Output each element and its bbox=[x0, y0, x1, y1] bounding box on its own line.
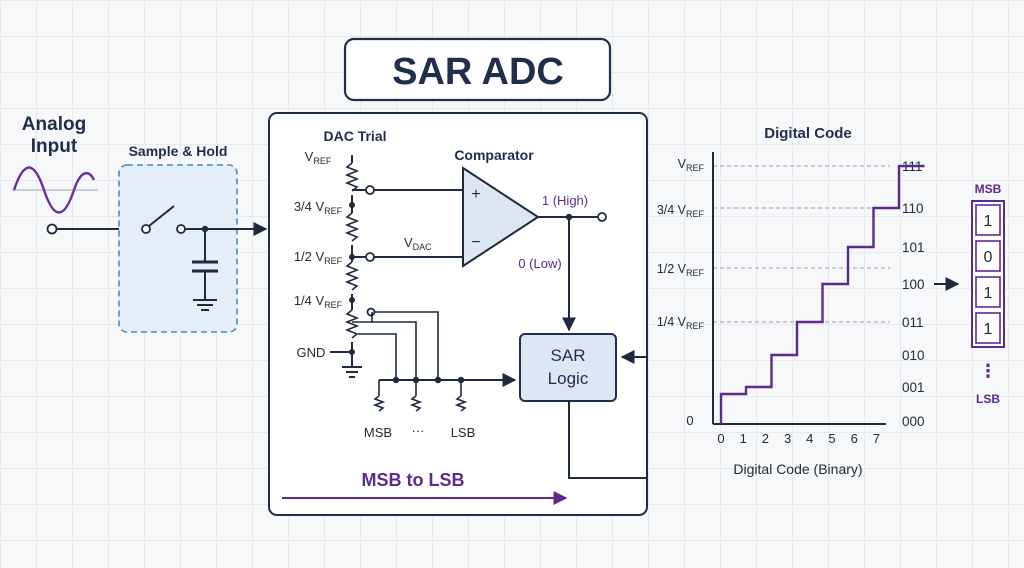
sine-wave-icon bbox=[12, 166, 96, 214]
comparator-plus: + bbox=[471, 186, 480, 203]
code-label: 001 bbox=[902, 380, 925, 395]
gnd-label: GND bbox=[297, 345, 326, 360]
register-lsb-label: LSB bbox=[976, 392, 1000, 406]
register-msb-label: MSB bbox=[975, 182, 1002, 196]
dac-tap-3-4-vref: 3/4 VREF bbox=[294, 199, 343, 216]
sar-logic-block bbox=[519, 333, 617, 402]
resistor-icon bbox=[344, 212, 360, 242]
x-tick-label: 4 bbox=[806, 431, 813, 446]
graph-x-label: Digital Code (Binary) bbox=[733, 461, 862, 477]
code-label: 110 bbox=[902, 201, 924, 216]
title-box bbox=[343, 37, 612, 102]
resistor-icon bbox=[344, 309, 360, 339]
tap-node-1-2 bbox=[365, 252, 375, 262]
x-tick-label: 2 bbox=[762, 431, 769, 446]
register-bit-cell bbox=[975, 240, 1001, 272]
y-label-1-4-vref: 1/4 VREF bbox=[657, 315, 705, 331]
comparator-label: Comparator bbox=[454, 147, 534, 163]
y-label-vref: VREF bbox=[678, 157, 705, 173]
code-label: 000 bbox=[902, 414, 925, 429]
register-bit-cell bbox=[975, 312, 1001, 344]
resistor-icon bbox=[372, 395, 386, 412]
y-label-3-4-vref: 3/4 VREF bbox=[657, 203, 705, 219]
tap-node-3-4 bbox=[365, 185, 375, 195]
y-label-zero: 0 bbox=[686, 413, 693, 428]
graph-y-labels: VREF 3/4 VREF 1/2 VREF 1/4 VREF bbox=[657, 157, 705, 331]
resistor-icon bbox=[454, 395, 468, 412]
code-label: 101 bbox=[902, 240, 925, 255]
x-tick-label: 5 bbox=[828, 431, 835, 446]
comparator-output-terminal bbox=[597, 212, 607, 222]
diagram-title: SAR ADC bbox=[392, 51, 564, 93]
x-tick-label: 0 bbox=[717, 431, 724, 446]
sar-core-block bbox=[268, 112, 648, 516]
comparator-minus: − bbox=[471, 234, 480, 251]
code-label: 011 bbox=[902, 315, 924, 330]
low-label: 0 (Low) bbox=[518, 256, 561, 271]
dac-tap-labels: VREF 3/4 VREF 1/2 VREF 1/4 VREF bbox=[294, 149, 343, 310]
x-tick-label: 3 bbox=[784, 431, 791, 446]
resistor-icon bbox=[409, 395, 423, 412]
sar-logic-label-1: SAR bbox=[551, 346, 586, 365]
dac-tap-1-2-vref: 1/2 VREF bbox=[294, 249, 343, 266]
bits-msb-label: MSB bbox=[364, 425, 392, 440]
switch-icon bbox=[148, 205, 175, 227]
register-bit-value: 1 bbox=[984, 321, 993, 338]
staircase-transfer-line bbox=[719, 164, 925, 424]
resistor-icon bbox=[344, 261, 360, 291]
analog-input-label-2: Input bbox=[31, 136, 78, 157]
code-label: 100 bbox=[902, 277, 925, 292]
dac-trial-label: DAC Trial bbox=[323, 128, 386, 144]
dac-tap-1-4-vref: 1/4 VREF bbox=[294, 293, 343, 310]
dac-ground-icon bbox=[342, 366, 362, 378]
register-bit-cell bbox=[975, 204, 1001, 236]
bit-bus bbox=[372, 373, 517, 412]
logic-feedback-wire bbox=[568, 350, 648, 479]
comparator-triangle-icon bbox=[462, 166, 540, 268]
switch-left-contact bbox=[141, 224, 151, 234]
analog-input-label-1: Analog bbox=[22, 114, 86, 135]
bits-lsb-label: LSB bbox=[451, 425, 476, 440]
high-label: 1 (High) bbox=[542, 193, 588, 208]
vdac-label: VDAC bbox=[404, 235, 432, 252]
input-terminal bbox=[46, 223, 58, 235]
register-bit-value: 1 bbox=[984, 285, 993, 302]
x-tick-label: 1 bbox=[740, 431, 747, 446]
bits-dots-label: ··· bbox=[412, 423, 425, 438]
code-label: 010 bbox=[902, 348, 925, 363]
sar-logic-label-2: Logic bbox=[548, 369, 589, 388]
y-label-1-2-vref: 1/2 VREF bbox=[657, 262, 705, 278]
register-bit-cell bbox=[975, 276, 1001, 308]
x-tick-label: 7 bbox=[873, 431, 880, 446]
register-bit-value: 1 bbox=[984, 213, 993, 230]
direction-label: MSB to LSB bbox=[362, 470, 465, 490]
sample-hold-block bbox=[118, 164, 238, 333]
resistor-ladder bbox=[330, 155, 360, 366]
x-tick-label: 6 bbox=[851, 431, 858, 446]
switch-right-contact bbox=[176, 224, 186, 234]
ground-icon bbox=[193, 299, 217, 311]
dac-switch-network bbox=[352, 307, 439, 380]
dac-tap-vref: VREF bbox=[305, 149, 332, 166]
sample-hold-label: Sample & Hold bbox=[129, 143, 228, 159]
register-bits: 1 0 1 1 bbox=[971, 200, 1005, 348]
register-bit-value: 0 bbox=[984, 249, 993, 266]
register-dots: ⋮ bbox=[979, 361, 997, 381]
graph-gridlines bbox=[713, 165, 890, 323]
resistor-icon bbox=[344, 162, 360, 192]
graph-title: Digital Code bbox=[764, 125, 852, 142]
